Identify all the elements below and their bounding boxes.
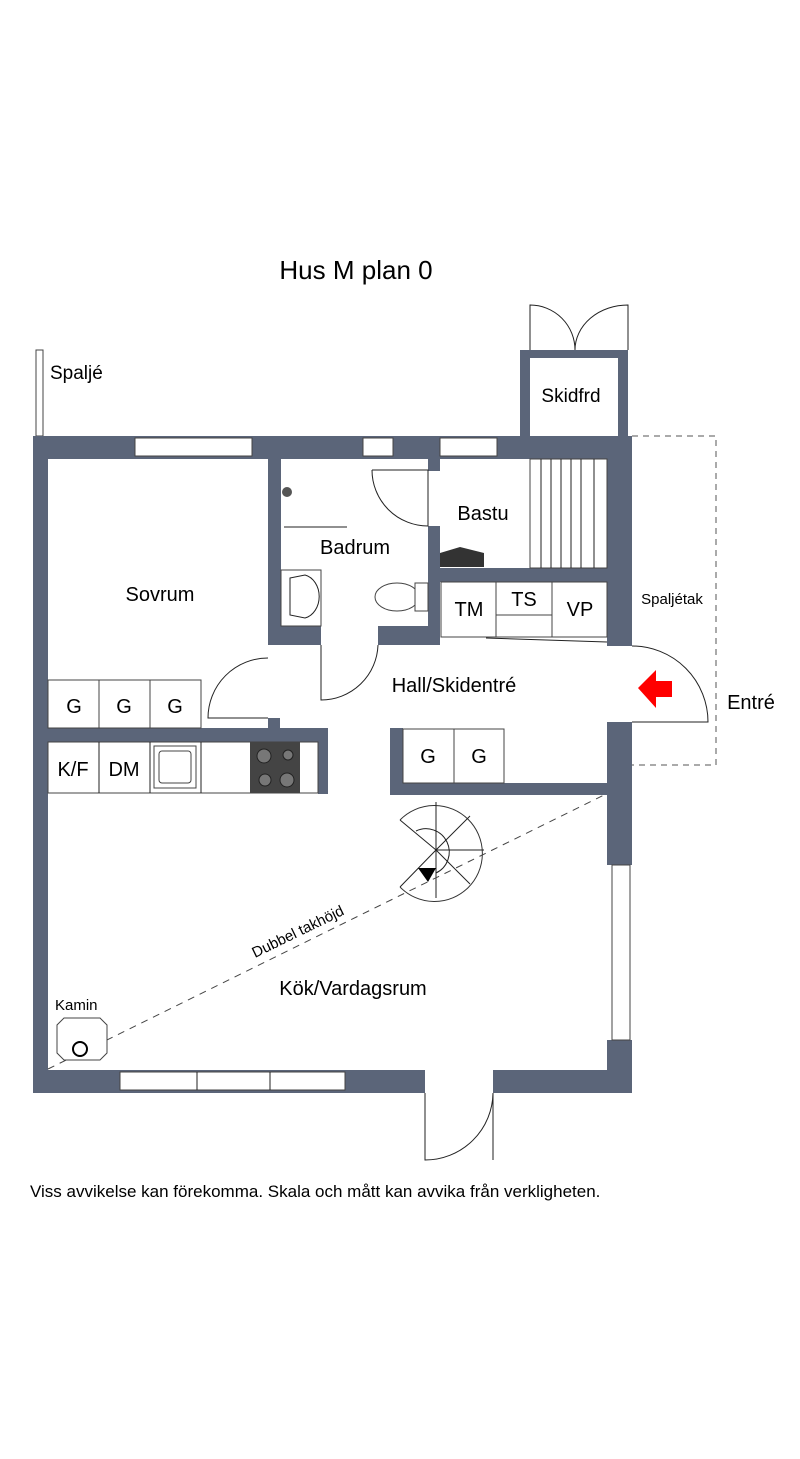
room-label-skidfrd: Skidfrd [541,386,600,407]
sauna-bench [529,458,608,569]
room-label-sovrum: Sovrum [126,584,195,606]
entry-arrow-icon [638,670,672,708]
ski-storage: Skidfrd [520,304,629,436]
entrance-label: Entré [727,692,775,714]
stove-icon [250,742,300,793]
hall-wardrobes: G G [402,728,505,784]
walls [33,436,632,1161]
bedroom-wardrobes: G G G [47,679,202,729]
fridge-freezer-label: K/F [57,759,88,781]
room-label-kok: Kök/Vardagsrum [279,978,426,1000]
room-label-badrum: Badrum [320,537,390,559]
dishwasher-label: DM [108,759,139,781]
entrance-door[interactable] [631,645,709,723]
stair-direction-icon [418,868,436,882]
pergola-outline [632,435,717,766]
kitchen-counter: K/F DM [47,741,319,794]
pergola-roof-label: Spaljétak [641,591,703,608]
svg-text:G: G [167,696,183,718]
plan-title: Hus M plan 0 [279,255,432,285]
svg-text:G: G [420,746,436,768]
closet-vp: VP [567,599,594,621]
closets: TM TS VP [440,581,608,643]
bedroom-door[interactable] [207,657,269,719]
shower-head-icon [282,487,292,497]
double-height-line [47,794,605,1070]
bathroom-door[interactable] [320,644,379,701]
room-label-hall: Hall/Skidentré [392,675,517,697]
sauna-stove-icon [440,547,484,567]
room-label-bastu: Bastu [457,503,508,525]
toilet-icon [374,582,420,612]
disclaimer: Viss avvikelse kan förekomma. Skala och … [30,1182,600,1201]
trellis-label: Spaljé [50,363,103,384]
closet-tm: TM [455,599,484,621]
svg-text:G: G [471,746,487,768]
svg-text:G: G [116,696,132,718]
trellis [35,349,44,437]
sauna-door[interactable] [371,469,429,527]
spiral-staircase[interactable] [399,802,484,902]
svg-text:G: G [66,696,82,718]
closet-ts: TS [511,589,537,611]
sink-icon [280,569,322,627]
fireplace-icon [56,1017,108,1061]
fireplace-label: Kamin [55,997,98,1014]
double-height-label: Dubbel takhöjd [249,902,346,961]
